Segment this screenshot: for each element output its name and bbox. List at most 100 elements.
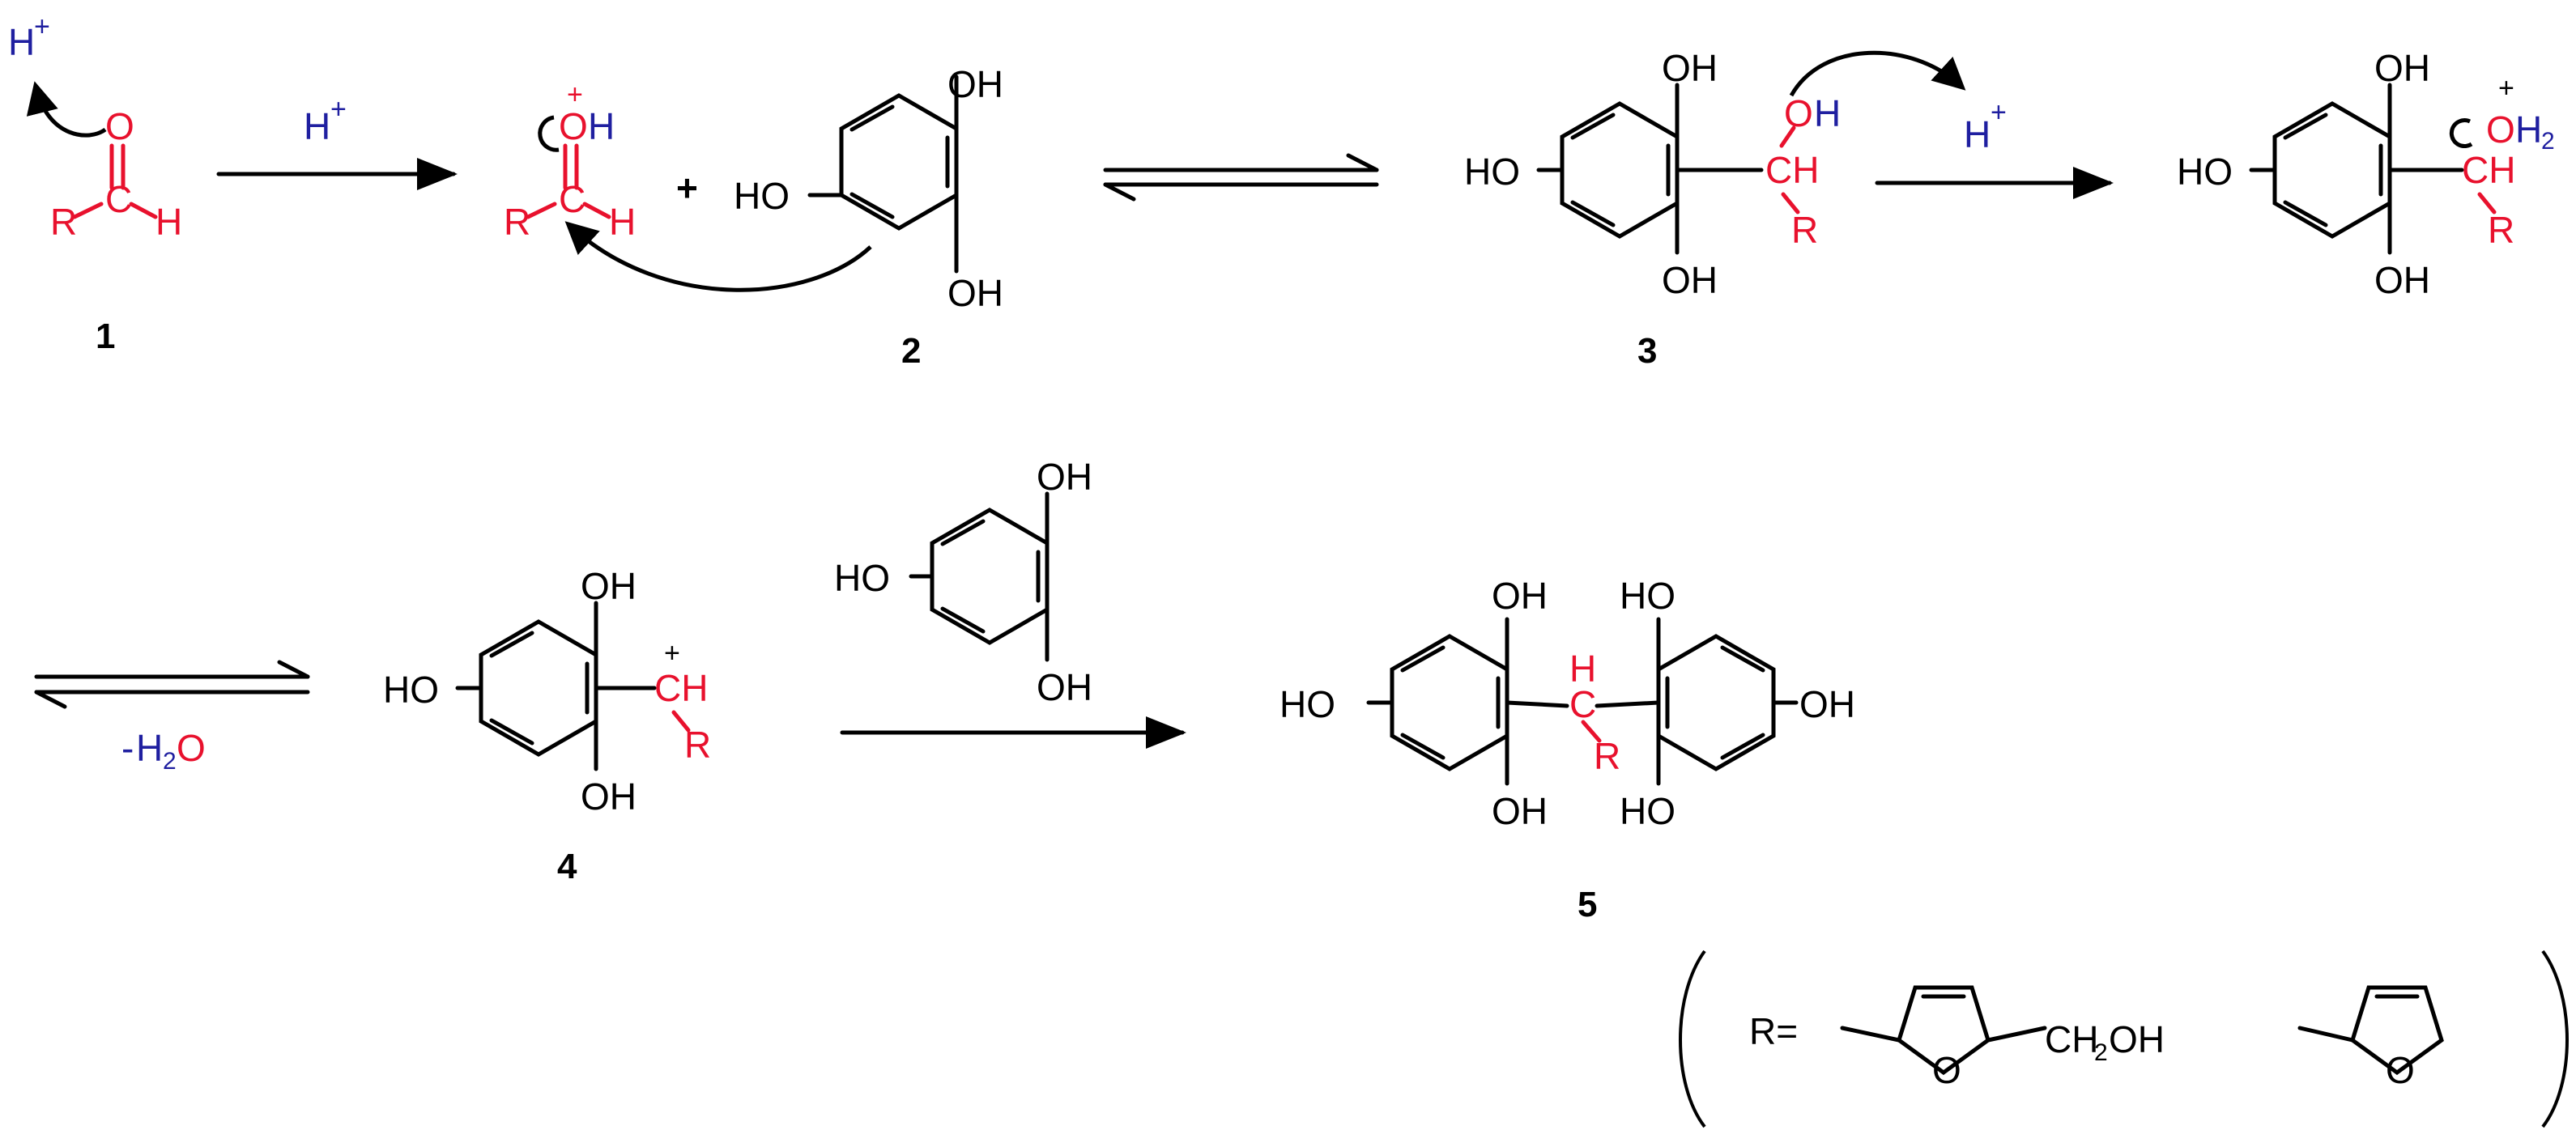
ho-5-right-top: HO [1620,575,1675,617]
oxonium-aldehyde-h: H [609,201,636,243]
bond-4-r [671,710,691,733]
water-minus: - [121,727,134,769]
arrow-1-charge: + [330,94,347,125]
compound-number-2: 2 [901,331,921,371]
oxonium-bond-h [582,202,611,219]
aldehyde-h: H [155,201,182,243]
h-5: H [1569,648,1596,690]
oh-3-top: OH [1662,47,1718,89]
oh-5-left-bottom: OH [1492,790,1548,832]
r-5: R [1594,735,1620,777]
furan-1-ch2oh-bond [1986,1026,2047,1043]
proton-charge: + [34,11,50,42]
r-equals-label: R= [1749,1010,1798,1052]
equilibrium-2-back-head [34,690,67,709]
benzene-ring-3 [1562,104,1677,236]
left-parenthesis [1679,949,1706,1128]
ch-3: CH [1765,149,1819,191]
r-3: R [1791,209,1818,251]
benzene-ring-reagent [932,510,1047,643]
released-proton-charge: + [1991,97,2007,128]
protonated-aldehyde: + O H C R H [504,79,636,243]
oxonium-oxygen: O [559,105,588,147]
r-4: R [684,724,711,766]
bond-r [72,202,104,219]
curly-arrow-icon-2 [538,115,560,152]
ho-5-left: HO [1279,683,1335,725]
oxonium-r: R [504,201,530,243]
benzene-ring-3b [2275,104,2390,236]
right-parenthesis [2541,949,2569,1128]
carbocation-charge: + [664,638,680,669]
bond-3b-r [2477,192,2497,215]
ho-4-left: HO [383,669,439,711]
furan-1-methyl-bond [1840,1026,1901,1043]
oxonium-carbon: C [559,178,585,220]
oh-reagent-bottom: OH [1037,666,1092,708]
compound-1-aldehyde: H + O C R H 1 [8,11,182,356]
protonated-carbinol: OH OH HO CH + O H 2 R [2177,47,2555,301]
benzene-ring [841,96,956,228]
oxonium-3b-charge: + [2498,73,2514,104]
oh-4-top: OH [581,565,637,607]
water-subscript: 2 [163,748,177,775]
oh-4-bottom: OH [581,775,637,818]
reaction-arrow-1: H + [216,94,458,190]
carbonyl-carbon: C [105,178,132,220]
bond-h [129,202,158,219]
oh-5-left-top: OH [1492,575,1548,617]
equilibrium-back-head [1103,182,1136,202]
r-group: R [50,201,77,243]
ch-4: CH [654,667,708,709]
ho-3b-left: HO [2177,151,2233,193]
equilibrium-forward-head [1346,153,1379,172]
compound-number-4: 4 [557,847,577,886]
ch2oh-ch: CH [2045,1018,2098,1060]
oxonium-charge: + [567,79,583,110]
furan-2-oxygen: O [2386,1049,2415,1091]
benzene-ring-5-right [1658,636,1773,769]
furan-2-methyl-bond [2297,1026,2355,1043]
o-3b: O [2486,108,2515,151]
water-o: O [177,727,206,769]
benzene-ring-4 [481,622,596,754]
curly-arrow-icon-4 [1789,50,1966,97]
water-h: H [136,727,163,769]
curly-arrow-icon-3 [564,221,872,292]
ho-5-right-bottom: HO [1620,790,1675,832]
oh-5-right: OH [1799,683,1855,725]
compound-5-bisphenol: OH OH HO H C R HO HO OH 5 [1279,575,1855,924]
compound-4-carbocation: OH OH HO + CH R 4 [383,565,711,886]
compound-number-1: 1 [96,316,115,356]
ch2oh-subscript: 2 [2094,1039,2108,1066]
c-5: C [1569,683,1596,725]
oxonium-bond-r [526,202,557,219]
oxonium-h: H [588,105,615,147]
compound-number-3: 3 [1637,331,1657,371]
bond-5-r [1581,720,1602,743]
bond-3-oh [1779,125,1796,148]
ho-left: HO [734,175,790,217]
ch-3b: CH [2462,149,2515,191]
curly-arrow-icon-5 [2449,118,2473,149]
equilibrium-2-forward-head [277,660,310,679]
oh-3b-bottom: OH [2374,259,2430,301]
ho-3-left: HO [1464,151,1520,193]
oh-top: OH [947,63,1003,105]
o-3: O [1784,92,1813,134]
benzene-ring-5-left [1392,636,1507,769]
r-group-definition: R= O CH 2 OH O [1679,949,2569,1128]
compound-number-5: 5 [1578,885,1597,924]
released-proton: H [1964,113,1991,155]
oh-bottom: OH [947,272,1003,314]
curly-arrow-icon [26,81,107,138]
compound-3-carbinol: OH OH HO CH O H R 3 H + [1464,47,2007,371]
compound-2-phloroglucinol: OH HO OH 2 [564,63,1003,371]
bond-3-r [1781,192,1800,215]
furan-1-oxygen: O [1932,1049,1961,1091]
equilibrium-arrow-1 [1103,153,1379,202]
oh-reagent-top: OH [1037,456,1092,498]
oh-3-bottom: OH [1662,259,1718,301]
h-3b: H [2515,108,2542,151]
